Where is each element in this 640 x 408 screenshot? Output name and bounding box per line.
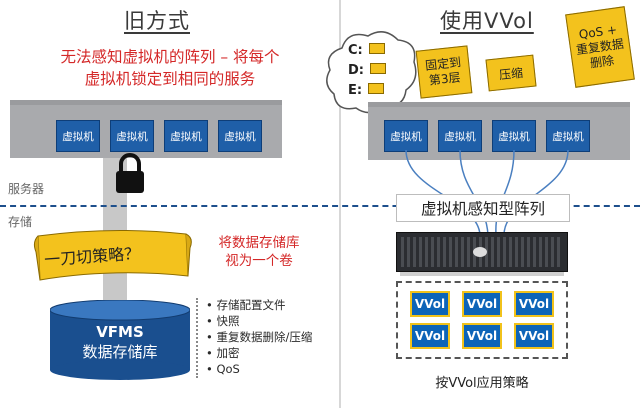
volume-note-line1: 将数据存储库 (218, 235, 300, 251)
right-title: 使用VVol (440, 9, 534, 33)
policy-scroll-shape (33, 229, 192, 281)
left-title: 旧方式 (124, 9, 190, 33)
vm-right-3: 虚拟机 (492, 120, 536, 152)
vvol-tile: VVol (462, 323, 502, 349)
feature-item: QoS (206, 361, 312, 377)
host-server-left: 虚拟机 虚拟机 虚拟机 虚拟机 (10, 100, 282, 158)
vm-right-2: 虚拟机 (438, 120, 482, 152)
storage-feature-list: 存储配置文件 快照 重复数据删除/压缩 加密 QoS (206, 297, 312, 377)
storage-layer-label: 存储 (8, 215, 33, 229)
drive-list: C: D: E: (348, 41, 386, 101)
storage-array-device (396, 232, 568, 272)
volume-note-line2: 视为一个卷 (225, 253, 293, 269)
array-base (400, 272, 564, 276)
vm-left-4: 虚拟机 (218, 120, 262, 152)
vvol-tile: VVol (410, 291, 450, 317)
vvol-tile: VVol (514, 291, 554, 317)
vm-right-1: 虚拟机 (384, 120, 428, 152)
array-logo-icon (473, 247, 487, 257)
datastore-cylinder-shape (50, 300, 190, 380)
datastore-line2: 数据存储库 (82, 343, 158, 361)
vvol-tile: VVol (514, 323, 554, 349)
server-storage-boundary (0, 205, 640, 207)
feature-item: 存储配置文件 (206, 297, 312, 313)
drive-c: C: (348, 41, 386, 61)
section-divider (339, 0, 341, 408)
vvol-container: VVol VVol VVol VVol VVol VVol (396, 281, 568, 359)
banner-tier: 固定到 第3层 (415, 45, 473, 99)
feature-bracket (196, 298, 198, 378)
datastore-label: VFMS 数据存储库 (50, 322, 190, 362)
drive-e: E: (348, 81, 386, 101)
left-subtitle: 无法感知虚拟机的阵列 – 将每个 虚拟机锁定到相同的服务 (0, 46, 340, 90)
vm-left-1: 虚拟机 (56, 120, 100, 152)
vm-left-3: 虚拟机 (164, 120, 208, 152)
server-layer-label: 服务器 (8, 182, 45, 196)
feature-item: 加密 (206, 345, 312, 361)
vvol-policy-caption: 按VVol应用策略 (435, 376, 529, 391)
vvol-tile: VVol (462, 291, 502, 317)
drive-d: D: (348, 61, 386, 81)
datastore-line1: VFMS (96, 323, 144, 341)
banner-compress: 压缩 (485, 54, 537, 92)
feature-item: 快照 (206, 313, 312, 329)
vvol-tile: VVol (410, 323, 450, 349)
banner-qos-dedup: QoS + 重复数据 删除 (565, 6, 635, 88)
vm-right-4: 虚拟机 (546, 120, 590, 152)
left-subtitle-line1: 无法感知虚拟机的阵列 – 将每个 (60, 48, 280, 66)
feature-item: 重复数据删除/压缩 (206, 329, 312, 345)
lock-icon (116, 153, 144, 193)
volume-note: 将数据存储库 视为一个卷 (200, 234, 318, 270)
aware-array-label: 虚拟机感知型阵列 (396, 194, 570, 222)
left-subtitle-line2: 虚拟机锁定到相同的服务 (84, 70, 256, 88)
vm-left-2: 虚拟机 (110, 120, 154, 152)
